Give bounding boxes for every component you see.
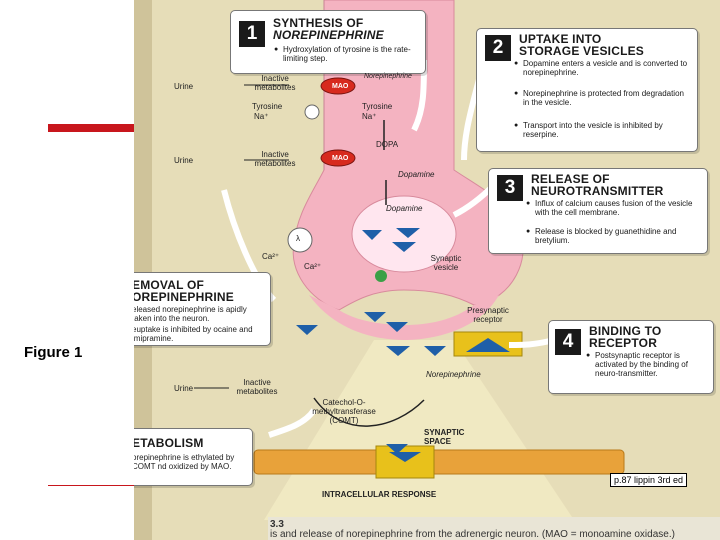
arrow-metabolism (268, 408, 317, 438)
neuron-illustration (134, 0, 625, 540)
box3-bullet-2: Release is blocked by guanethidine and b… (526, 227, 700, 245)
caption-prefix: 3.3 (270, 519, 284, 530)
box2-bullet-2: Norepinephrine is protected from degrada… (514, 89, 688, 107)
removal-bullet-1: eleased norepinephrine is apidly taken i… (134, 305, 247, 323)
diagram-photo: 1 SYNTHESIS OF NOREPINEPHRINE Hydroxylat… (134, 0, 720, 540)
alpha-receptor (287, 227, 313, 253)
figure-caption: 3.3 is and release of norepinephrine fro… (268, 517, 720, 540)
label-dopamine-top: Dopamine (398, 170, 435, 179)
step-number-2: 2 (485, 35, 511, 61)
label-norepinephrine-cleft: Norepinephrine (426, 370, 481, 379)
label-mao-1: MAO (332, 83, 349, 90)
step-number-4: 4 (555, 329, 581, 355)
box-binding: 4 BINDING TO RECEPTOR Postsynaptic recep… (548, 320, 714, 394)
box3-title-2: NEUROTRANSMITTER (531, 184, 664, 198)
box1-bullet-1: Hydroxylation of tyrosine is the rate-li… (274, 45, 418, 63)
label-intracellular-response: INTRACELLULAR RESPONSE (322, 490, 437, 499)
box-uptake: 2 UPTAKE INTO STORAGE VESICLES Dopamine … (476, 28, 698, 152)
red-accent-bar (48, 124, 136, 132)
box2-bullet-3: Transport into the vesicle is inhibited … (514, 121, 688, 139)
label-alpha: λ (296, 234, 300, 243)
label-urine-1: Urine (174, 82, 194, 91)
label-tyrosine-left: Tyrosine (252, 102, 283, 111)
box3-title-1: RELEASE OF (531, 172, 610, 186)
citation-label: p.87 lippin 3rd ed (610, 473, 688, 487)
box4-title-2: RECEPTOR (589, 336, 658, 350)
box4-title-1: BINDING TO (589, 324, 662, 338)
ne-released-1 (364, 312, 386, 322)
ne-released-3 (296, 325, 318, 335)
red-accent-line (48, 485, 136, 486)
ne-released-2 (386, 322, 408, 332)
label-na-left: Na⁺ (254, 112, 269, 121)
box1-title-1: SYNTHESIS OF (273, 16, 364, 30)
label-mao-2: MAO (332, 155, 349, 162)
box-synthesis: 1 SYNTHESIS OF NOREPINEPHRINE Hydroxylat… (230, 10, 426, 74)
metabolism-title: ETABOLISM (134, 436, 204, 450)
label-urine-3: Urine (174, 384, 194, 393)
label-ca-left: Ca²⁺ (262, 252, 280, 261)
postsynaptic-membrane (253, 449, 625, 475)
label-dopa: DOPA (376, 140, 399, 149)
label-na-right: Na⁺ (362, 112, 377, 121)
flow-comt (313, 397, 425, 427)
label-norepi-top: Norepinephrine (364, 73, 412, 80)
tyrosine-transporter (304, 104, 320, 120)
bound-ne-presynaptic (466, 338, 510, 352)
label-comt: Catechol-O-methyltransferase (COMT) (312, 398, 376, 425)
label-ca-right: Ca²⁺ (304, 262, 322, 271)
box-metabolism: ETABOLISM orepinephrine is ethylated by … (134, 428, 253, 486)
step-number-1: 1 (239, 21, 265, 47)
box2-title-1: UPTAKE INTO (519, 32, 602, 46)
box-removal: EMOVAL OF OREPINEPHRINE eleased norepine… (134, 272, 271, 346)
figure-label: Figure 1 (24, 344, 83, 361)
box2-bullet-1: Dopamine enters a vesicle and is convert… (514, 59, 688, 77)
ne-in-vesicle-2 (396, 228, 420, 238)
ne-released-4 (386, 346, 410, 356)
label-dopamine-vesicle: Dopamine (386, 204, 423, 213)
bound-ne-bottom (389, 452, 421, 462)
label-synaptic-space: SYNAPTIC SPACE (424, 428, 465, 446)
metabolism-bullet-1: orepinephrine is ethylated by COMT nd ox… (134, 453, 235, 471)
label-presynaptic-receptor: Presynaptic receptor (467, 306, 509, 324)
step-number-3: 3 (497, 175, 523, 201)
removal-title-1: EMOVAL OF (134, 278, 205, 292)
box2-title-2: STORAGE VESICLES (519, 44, 645, 58)
ne-released-5 (424, 346, 446, 356)
page-shadow (134, 0, 152, 540)
label-urine-2: Urine (174, 156, 194, 165)
label-inactive-3: Inactive metabolites (236, 378, 278, 396)
label-synaptic-vesicle: Synaptic vesicle (430, 254, 462, 272)
cleft-glow (264, 340, 574, 520)
mao-enzyme-1 (320, 77, 356, 95)
caption-text: is and release of norepinephrine from th… (270, 529, 675, 540)
mao-enzyme-2 (320, 149, 356, 167)
removal-title-2: OREPINEPHRINE (134, 290, 234, 304)
ne-in-vesicle-1 (362, 230, 382, 240)
box-release: 3 RELEASE OF NEUROTRANSMITTER Influx of … (488, 168, 708, 254)
box4-bullet-1: Postsynaptic receptor is activated by th… (586, 351, 707, 378)
ne-released-6 (386, 444, 408, 454)
label-inactive-2: Inactive metabolites (254, 150, 296, 168)
box1-title-2: NOREPINEPHRINE (273, 28, 384, 42)
removal-bullet-2: euptake is inhibited by ocaine and imipr… (134, 325, 253, 343)
calcium-channel (375, 270, 387, 282)
presynaptic-membrane (309, 295, 499, 340)
ne-in-vesicle-3 (392, 242, 416, 252)
label-tyrosine-right: Tyrosine (362, 102, 393, 111)
box3-bullet-1: Influx of calcium causes fusion of the v… (526, 199, 700, 217)
label-inactive-1: Inactive metabolites (254, 74, 296, 92)
